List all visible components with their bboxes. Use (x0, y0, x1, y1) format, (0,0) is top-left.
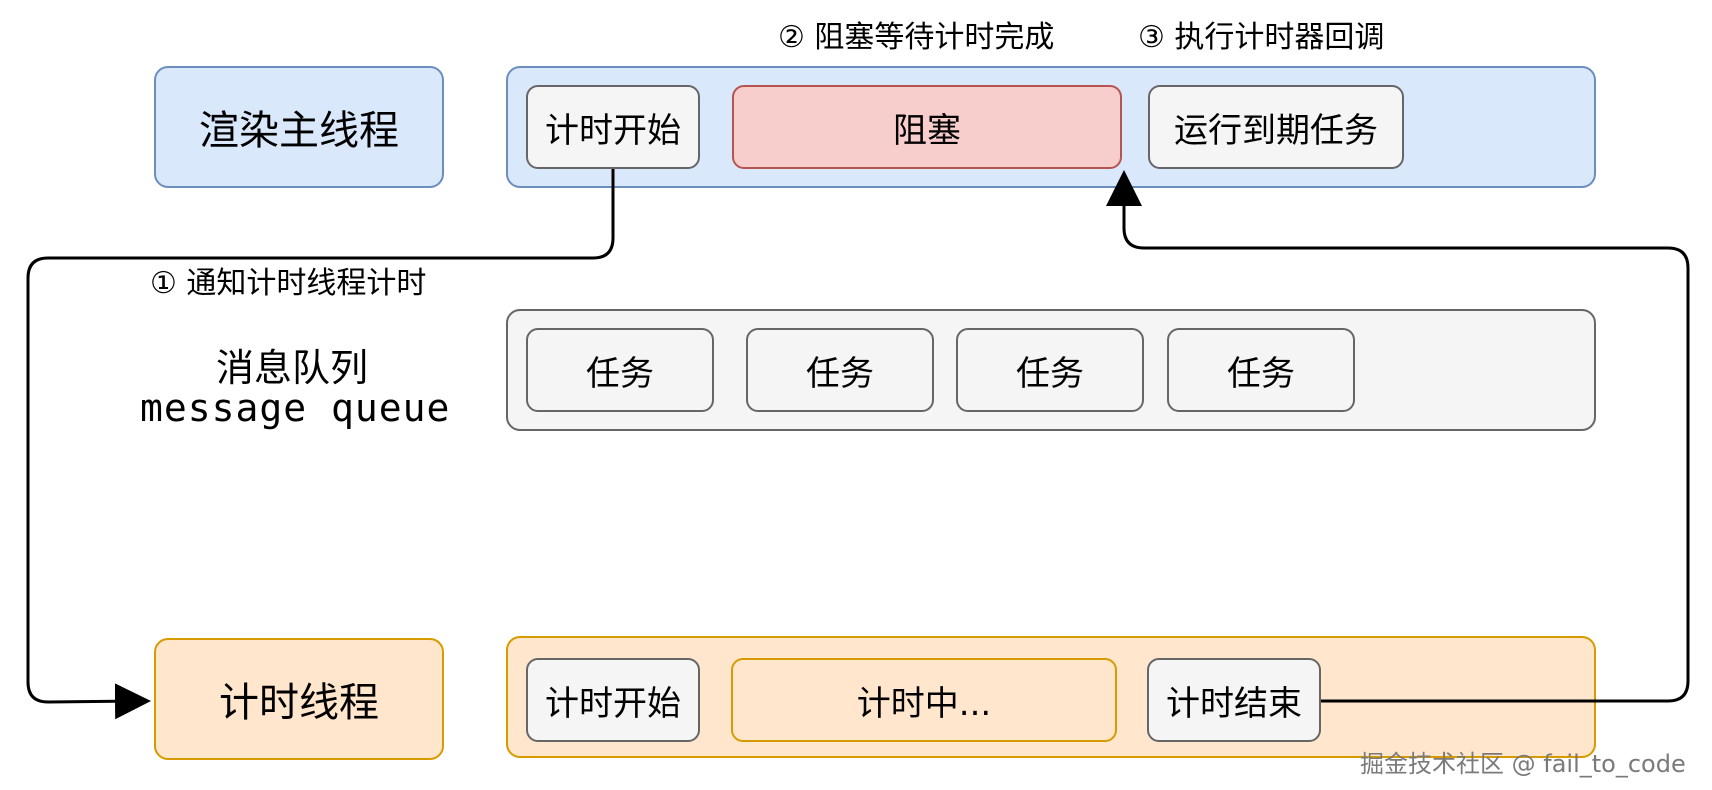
main-thread-label: 渲染主线程 (154, 66, 444, 188)
main-blocked-text: 阻塞 (893, 110, 961, 151)
main-blocked-box: 阻塞 (732, 85, 1122, 169)
queue-task-box-4: 任务 (1167, 328, 1355, 412)
timer-thread-label-text: 计时线程 (219, 680, 379, 726)
message-queue-label-en: message queue (140, 386, 451, 430)
timer-running-text: 计时中... (856, 683, 992, 724)
queue-task-box-2: 任务 (746, 328, 934, 412)
step-1-arrow (26, 169, 615, 720)
message-queue-label-cn: 消息队列 (216, 346, 369, 390)
timer-start-box: 计时开始 (526, 658, 700, 742)
main-timer-start-text: 计时开始 (545, 110, 681, 151)
timer-start-text: 计时开始 (545, 683, 681, 724)
step-2-label: ② 阻塞等待计时完成 (778, 20, 1055, 55)
step-1-label: ① 通知计时线程计时 (150, 266, 427, 301)
timer-end-box: 计时结束 (1147, 658, 1321, 742)
step-3-label: ③ 执行计时器回调 (1138, 20, 1385, 55)
main-thread-label-text: 渲染主线程 (199, 108, 399, 154)
main-timer-start-box: 计时开始 (526, 85, 700, 169)
queue-task-text-3: 任务 (1016, 353, 1084, 394)
queue-task-box-1: 任务 (526, 328, 714, 412)
timer-running-box: 计时中... (731, 658, 1117, 742)
timer-end-text: 计时结束 (1166, 683, 1302, 724)
queue-task-box-3: 任务 (956, 328, 1144, 412)
queue-task-text-4: 任务 (1227, 353, 1295, 394)
queue-task-text-2: 任务 (806, 353, 874, 394)
main-run-expired-task-text: 运行到期任务 (1174, 110, 1378, 151)
step-3-arrow (1106, 170, 1690, 703)
queue-task-text-1: 任务 (586, 353, 654, 394)
main-run-expired-task-box: 运行到期任务 (1148, 85, 1404, 169)
watermark: 掘金技术社区 @ fail_to_code (1360, 750, 1686, 778)
timer-thread-label: 计时线程 (154, 638, 444, 760)
